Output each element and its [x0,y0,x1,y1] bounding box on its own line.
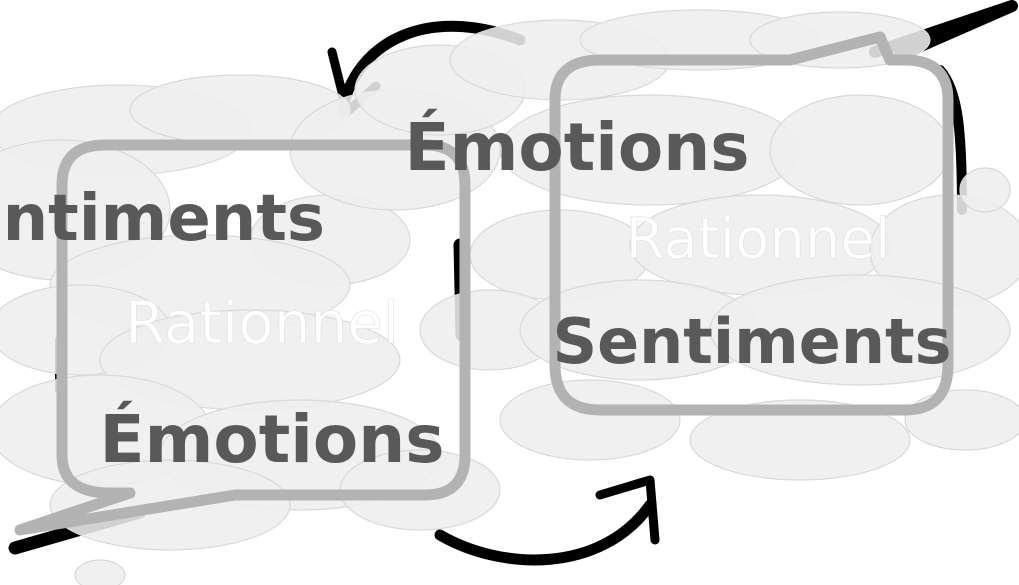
right-top-word: Émotions [405,108,750,186]
left-middle-word: Rationnel [125,289,399,357]
right-bubble-frame [549,31,954,416]
bottom-curved-arrow [434,499,656,566]
right-middle-word: Rationnel [626,207,891,272]
left-top-word: Sentiments [0,182,325,256]
left-bottom-word: Émotions [100,400,445,478]
right-bottom-word: Sentiments [552,305,951,378]
left-bubble-frame [14,139,471,536]
bottom-arrow-head [595,475,660,545]
bubble-frames [14,31,954,536]
